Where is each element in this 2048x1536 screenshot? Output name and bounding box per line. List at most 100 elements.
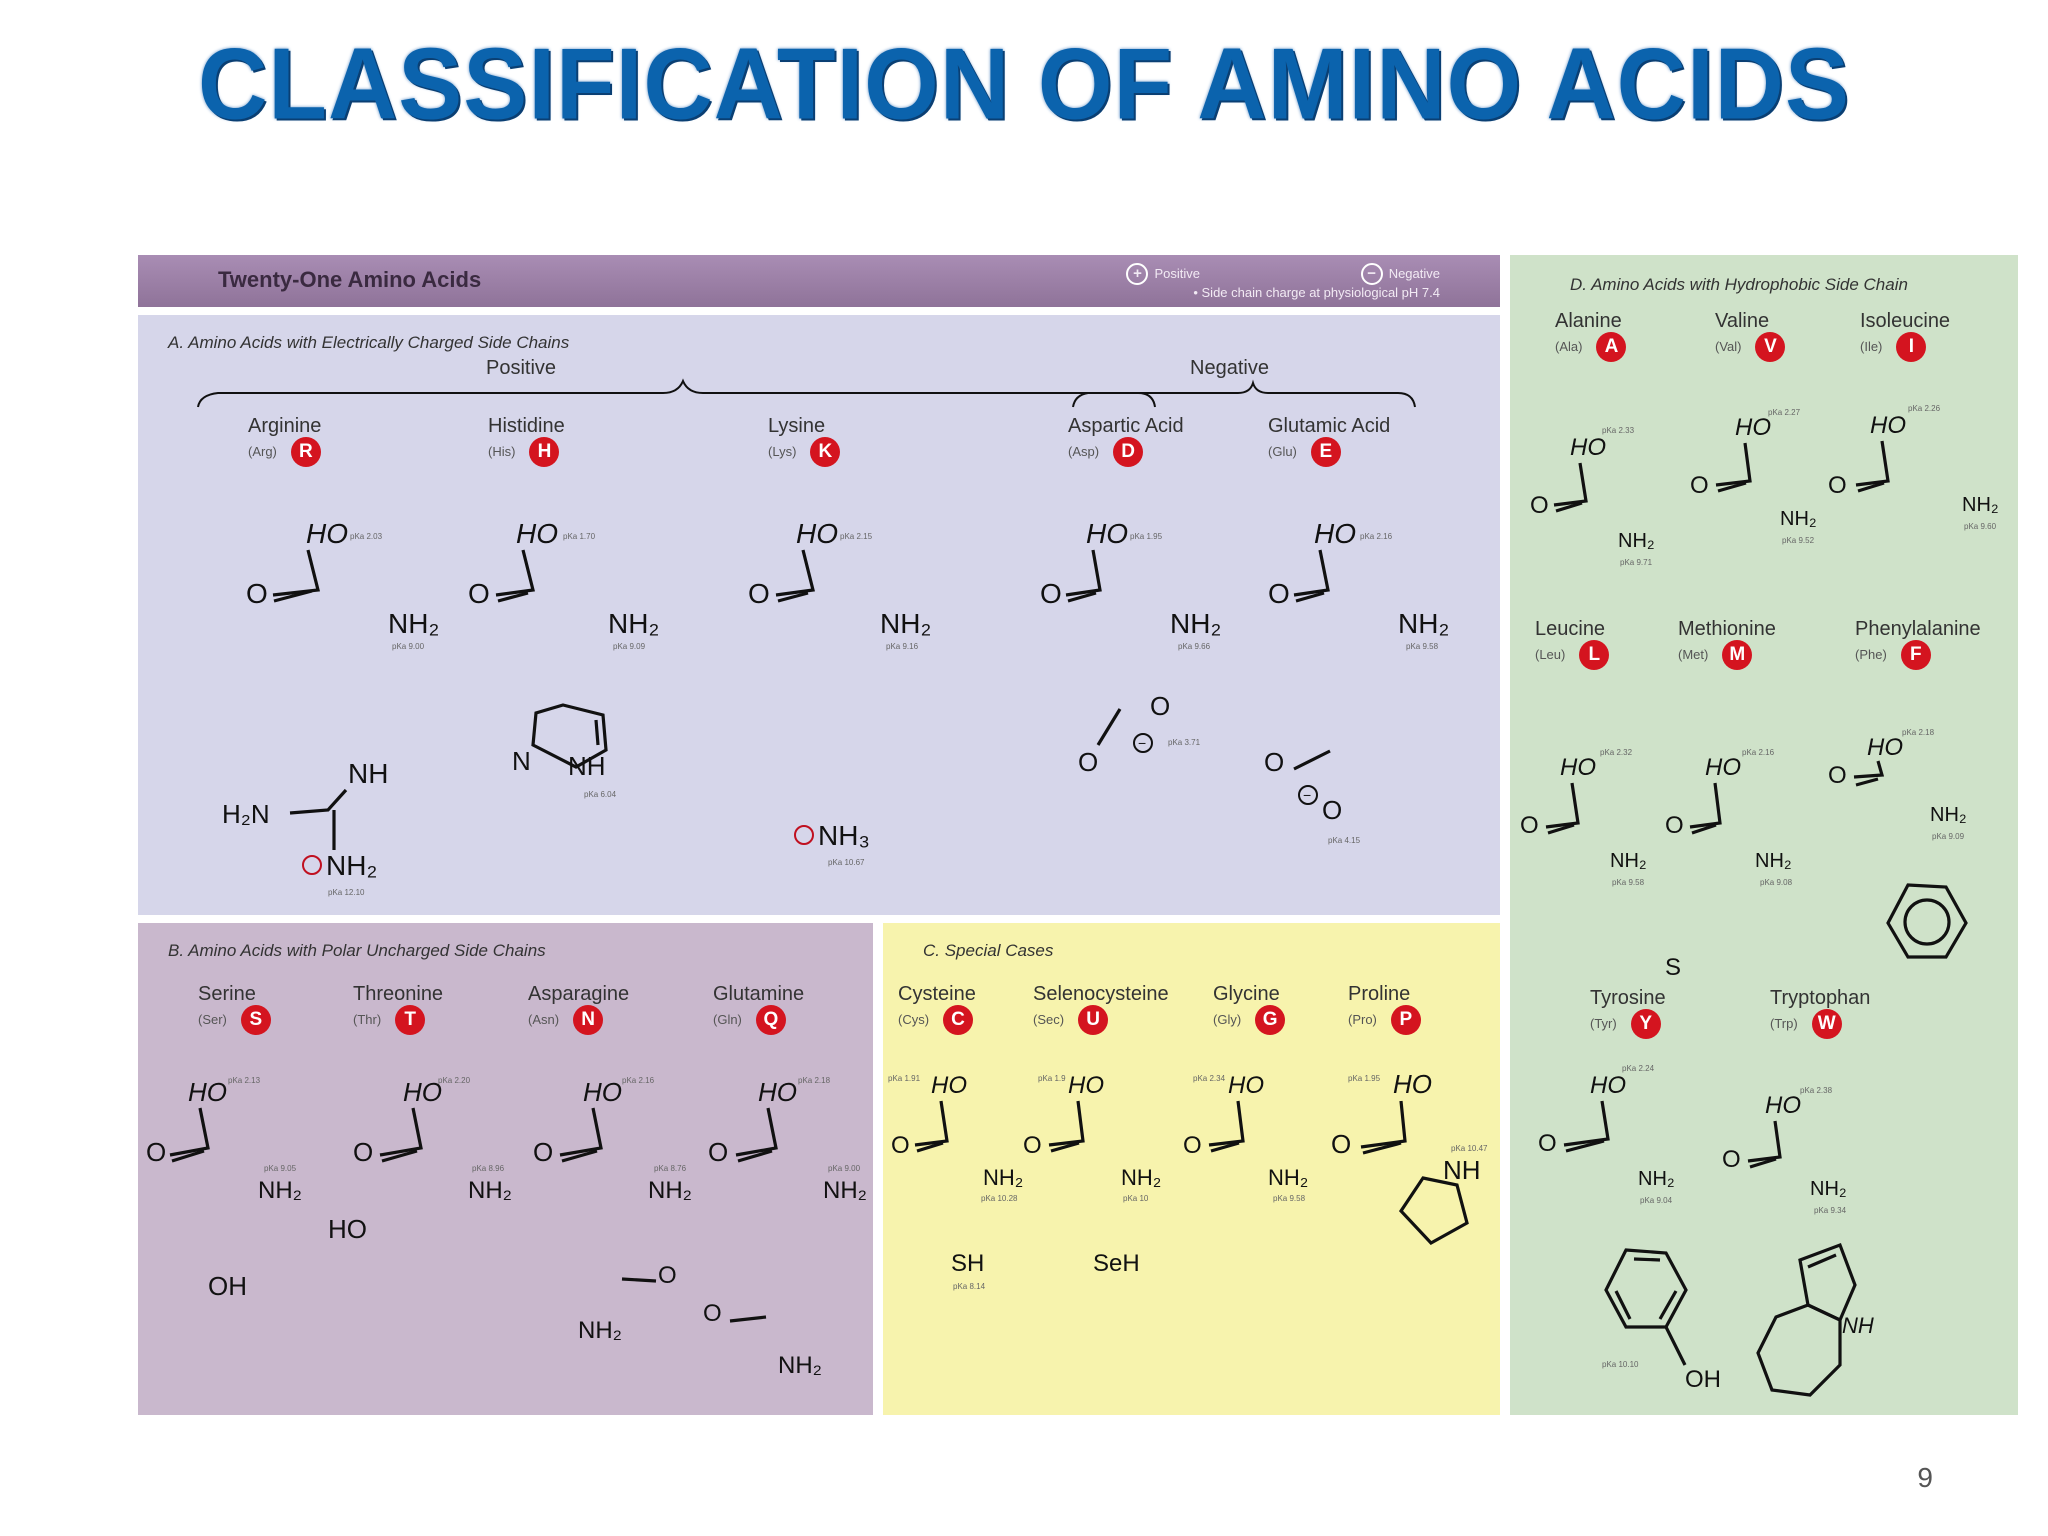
aa-abbr: (Asn) <box>528 1012 560 1027</box>
pka-label: pKa 9.04 <box>1640 1196 1673 1205</box>
pka-label: pKa 2.20 <box>438 1076 471 1085</box>
structure-glutamic-acid: HO pKa 2.16 O NH₂ pKa 9.58 O O pKa 4.15 … <box>1264 518 1449 845</box>
amino-acid-alanine: Alanine (Ala)A <box>1555 310 1755 362</box>
structures-special: HO pKa 1.91 O NH₂ pKa 10.28 SH pKa 8.14 … <box>888 1069 1488 1291</box>
aa-name: Tyrosine <box>1590 987 1666 1009</box>
structure-leucine: HO pKa 2.32 O NH₂ pKa 9.58 <box>1520 748 1647 887</box>
atom-label: HO <box>403 1077 442 1107</box>
pka-label: pKa 9.52 <box>1782 536 1815 545</box>
atom-label: O <box>1520 812 1539 839</box>
atom-label: O <box>1722 1146 1741 1173</box>
pka-label: pKa 2.32 <box>1600 748 1633 757</box>
atom-label: NH₂ <box>1638 1168 1675 1190</box>
atom-label: O <box>533 1137 553 1167</box>
atom-label: O <box>748 578 770 609</box>
atom-label: O <box>1828 762 1847 789</box>
structure-histidine: HO pKa 1.70 O NH₂ pKa 9.09 N NH pKa 6.04 <box>468 518 659 799</box>
amino-acid-histidine: Histidine (His)H <box>488 415 688 467</box>
legend-positive-label: Positive <box>1154 266 1200 281</box>
minus-icon: − <box>1138 735 1146 751</box>
panel-c-label: C. Special Cases <box>923 941 1054 960</box>
pka-label: pKa 8.96 <box>472 1164 505 1173</box>
atom-label: O <box>468 578 490 609</box>
aa-name: Tryptophan <box>1770 987 1871 1009</box>
amino-acid-arginine: Arginine (Arg)R <box>248 415 448 467</box>
pka-label: pKa 9.60 <box>1964 522 1997 531</box>
atom-label: HO <box>931 1072 967 1099</box>
aa-code-badge: G <box>1255 1005 1286 1035</box>
positive-group-label: Positive <box>486 357 557 379</box>
atom-label: NH₂ <box>1962 494 1999 516</box>
atom-label: NH₂ <box>1780 508 1817 530</box>
aa-name: Selenocysteine <box>1033 983 1169 1005</box>
pka-label: pKa 9.00 <box>828 1164 861 1173</box>
atom-label: NH₃ <box>818 820 870 851</box>
aa-abbr: (Ile) <box>1860 339 1883 354</box>
amino-acid-proline: Proline (Pro)P <box>1348 983 1548 1035</box>
atom-label: NH₂ <box>1121 1165 1161 1190</box>
amino-acid-selenocysteine: Selenocysteine (Sec)U <box>1033 983 1233 1035</box>
aa-code-badge: P <box>1390 1005 1421 1035</box>
aa-name: Histidine <box>488 415 565 437</box>
negative-group-label: Negative <box>1190 357 1269 379</box>
atom-label: NH₂ <box>778 1352 822 1379</box>
structure-valine: HO pKa 2.27 O NH₂ pKa 9.52 <box>1690 408 1817 545</box>
aa-abbr: (Arg) <box>248 444 277 459</box>
amino-acid-glutamine: Glutamine (Gln)Q <box>713 983 913 1035</box>
atom-label: SH <box>951 1250 984 1277</box>
aa-code-badge: S <box>240 1005 271 1035</box>
atom-label: HO <box>1086 518 1128 549</box>
atom-label: NH₂ <box>258 1177 302 1204</box>
aa-code-badge: F <box>1900 640 1931 670</box>
figure-header-title: Twenty-One Amino Acids <box>218 267 482 292</box>
atom-label: OH <box>1685 1366 1721 1393</box>
pka-label: pKa 10 <box>1123 1194 1149 1203</box>
atom-label: NH₂ <box>578 1317 622 1344</box>
legend-negative-label: Negative <box>1388 266 1440 281</box>
aa-code-badge: U <box>1078 1005 1109 1035</box>
panel-b-label: B. Amino Acids with Polar Uncharged Side… <box>168 941 546 960</box>
atom-label: NH₂ <box>468 1177 512 1204</box>
atom-label: HO <box>583 1077 622 1107</box>
aa-name: Cysteine <box>898 983 976 1005</box>
aa-code-badge: M <box>1722 640 1753 670</box>
atom-label: NH₂ <box>880 608 931 639</box>
structure-methionine: HO pKa 2.16 O NH₂ pKa 9.08 S <box>1665 748 1793 981</box>
atom-label: O <box>703 1300 722 1327</box>
aa-abbr: (Gly) <box>1213 1012 1242 1027</box>
pka-label: pKa 9.05 <box>264 1164 297 1173</box>
atom-label: HO <box>1228 1072 1264 1099</box>
figure-header-bar: Twenty-One Amino Acids +Positive −Negati… <box>138 255 1500 307</box>
pka-label: pKa 12.10 <box>328 888 365 897</box>
structure-glutamine: HO pKa 2.18 O NH₂ pKa 9.00 O NH₂ <box>703 1076 867 1379</box>
aa-name: Asparagine <box>528 983 630 1005</box>
pka-label: pKa 2.38 <box>1800 1086 1833 1095</box>
atom-label: O <box>1322 795 1342 825</box>
atom-label: O <box>1264 747 1284 777</box>
panel-hydrophobic: D. Amino Acids with Hydrophobic Side Cha… <box>1510 255 2018 1415</box>
structure-serine: HO pKa 2.13 O NH₂ pKa 9.05 OH <box>146 1076 302 1301</box>
atom-label: HO <box>1705 754 1741 781</box>
aa-abbr: (Thr) <box>353 1012 382 1027</box>
atom-label: HO <box>1068 1072 1104 1099</box>
structures-polar: HO pKa 2.13 O NH₂ pKa 9.05 OH HO pKa 2.2… <box>146 1076 867 1379</box>
aa-name: Isoleucine <box>1860 310 1951 332</box>
pka-label: pKa 9.08 <box>1760 878 1793 887</box>
atom-label: HO <box>1314 518 1356 549</box>
atom-label: HO <box>1560 754 1596 781</box>
pka-label: pKa 2.24 <box>1622 1064 1655 1073</box>
pka-label: pKa 2.13 <box>228 1076 261 1085</box>
aa-name: Alanine <box>1555 310 1622 332</box>
atom-label: HO <box>1393 1069 1432 1099</box>
amino-acid-tryptophan: Tryptophan (Trp)W <box>1770 987 1970 1039</box>
atom-label: HO <box>188 1077 227 1107</box>
amino-acid-glutamic-acid: Glutamic Acid (Glu)E <box>1268 415 1468 467</box>
amino-acid-isoleucine: Isoleucine (Ile)I <box>1860 310 2048 362</box>
atom-label: HO <box>758 1077 797 1107</box>
atom-label: SeH <box>1093 1250 1140 1277</box>
minus-icon: − <box>1303 787 1311 803</box>
aa-code-badge: T <box>395 1005 426 1035</box>
aa-code-badge: Q <box>755 1005 786 1035</box>
atom-label: O <box>353 1137 373 1167</box>
structure-proline: HO pKa 1.95 O NH pKa 10.47 <box>1331 1069 1488 1246</box>
